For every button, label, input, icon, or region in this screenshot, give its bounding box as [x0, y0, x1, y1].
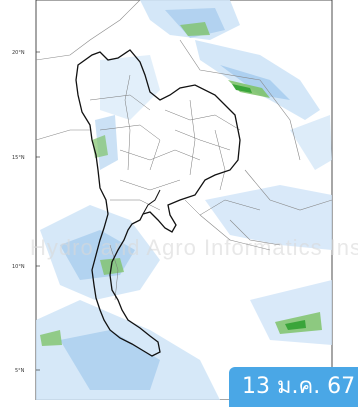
- watermark-text: Hydro and Agro Informatics Institute: [30, 235, 358, 260]
- neighbor-borders: [35, 0, 333, 251]
- date-badge: 13 ม.ค. 67: [229, 367, 358, 407]
- lat-label-5n: 5°N: [15, 368, 25, 374]
- lat-label-15n: 15°N: [12, 155, 25, 161]
- latitude-axis: [36, 51, 40, 371]
- lat-label-20n: 20°N: [12, 50, 25, 56]
- lat-label-10n: 10°N: [12, 264, 25, 270]
- gulf-coast: [142, 189, 161, 215]
- thailand-border: [75, 49, 241, 357]
- province-boundaries: [89, 74, 261, 301]
- precipitation-field: [36, 0, 332, 400]
